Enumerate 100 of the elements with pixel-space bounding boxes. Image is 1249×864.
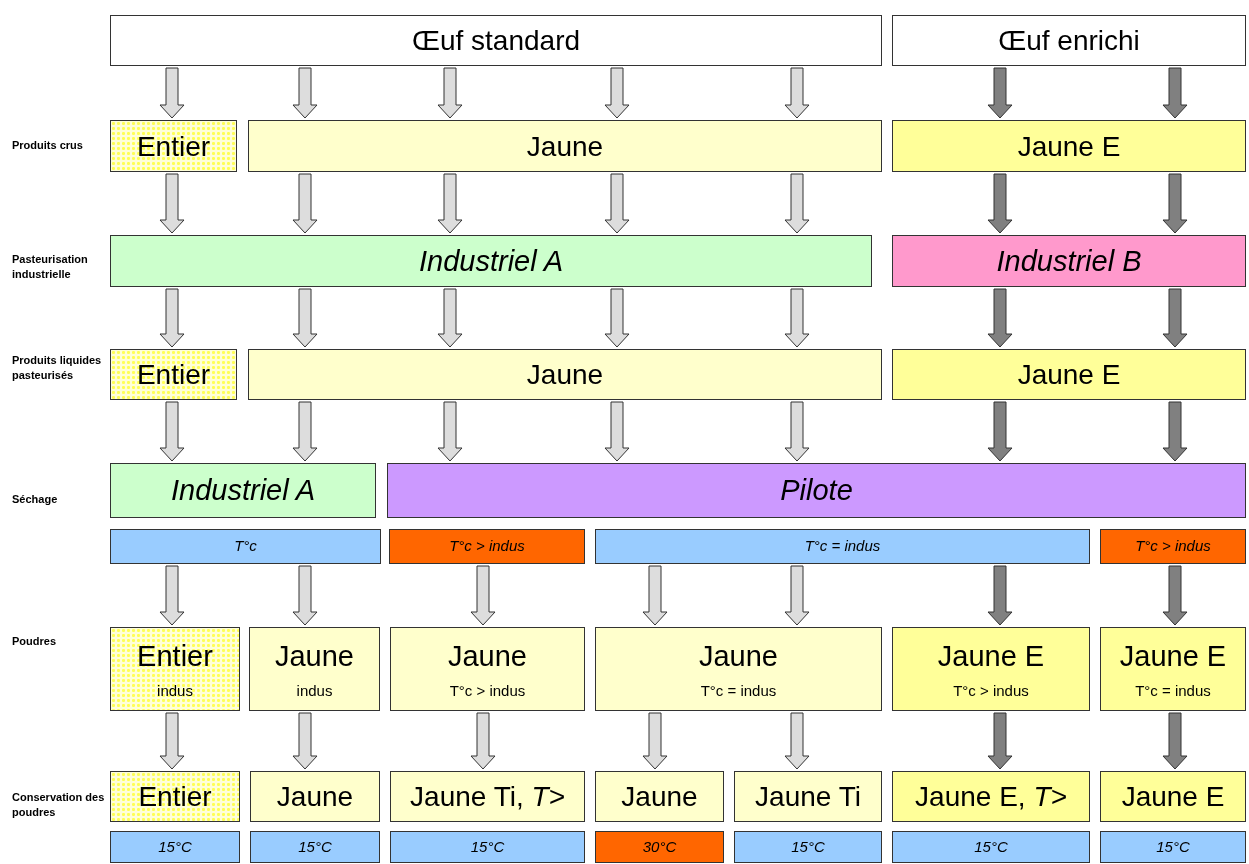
box-title: Jaune Ti, T>: [410, 780, 565, 814]
product-box: [734, 771, 882, 822]
process-box: [892, 235, 1246, 287]
row-label: Pasteurisation industrielle: [12, 252, 89, 282]
box-title: T°c > indus: [1135, 537, 1211, 556]
block-arrow: [1162, 712, 1188, 770]
block-arrow: [159, 712, 185, 770]
box-title: T°c = indus: [804, 537, 881, 556]
block-arrow: [159, 173, 185, 234]
block-arrow: [292, 712, 318, 770]
product-box: [110, 15, 882, 66]
block-arrow: [784, 288, 810, 348]
box-subtitle: indus: [157, 681, 193, 701]
box-title: Jaune: [621, 780, 698, 814]
box-subtitle: T°c = indus: [700, 681, 777, 701]
box-title: Jaune E: [937, 638, 1045, 674]
box-title: 15°C: [298, 837, 332, 857]
block-arrow: [159, 67, 185, 119]
block-arrow: [784, 401, 810, 462]
box-title: T°c > indus: [449, 537, 525, 556]
product-box: [595, 771, 724, 822]
block-arrow: [987, 401, 1013, 462]
product-box: [250, 771, 380, 822]
box-title: 15°C: [1156, 837, 1190, 857]
box-title: 30°C: [642, 837, 677, 857]
box-title: Entier: [136, 129, 211, 164]
block-arrow: [437, 401, 463, 462]
box-title: Jaune: [526, 129, 604, 164]
block-arrow: [159, 565, 185, 626]
box-title: 15°C: [791, 837, 825, 857]
block-arrow: [604, 288, 630, 348]
block-arrow: [159, 288, 185, 348]
box-title: Jaune E: [1121, 780, 1225, 814]
product-box: [595, 627, 882, 711]
temperature-bar: [892, 831, 1090, 863]
box-title: Jaune: [526, 358, 604, 392]
box-title: 15°C: [974, 837, 1008, 857]
box-title: T°c: [234, 537, 257, 556]
block-arrow: [987, 565, 1013, 626]
box-subtitle: T°c > indus: [449, 681, 526, 701]
temperature-bar: [595, 831, 724, 863]
temperature-bar: [1100, 831, 1246, 863]
block-arrow: [987, 173, 1013, 234]
product-box: [248, 120, 882, 172]
block-arrow: [987, 288, 1013, 348]
box-title: Jaune Ti: [755, 780, 861, 814]
row-label: Conservation des poudres: [12, 790, 106, 820]
row-label: Séchage: [12, 492, 59, 507]
box-title: Jaune: [276, 780, 354, 814]
block-arrow: [292, 173, 318, 234]
process-box: [387, 463, 1246, 518]
product-box: [892, 120, 1246, 172]
box-title: Entier: [137, 638, 213, 674]
box-title: 15°C: [158, 837, 192, 857]
block-arrow: [437, 173, 463, 234]
temperature-bar: [390, 831, 585, 863]
product-box: [892, 771, 1090, 822]
product-box: [390, 627, 585, 711]
box-subtitle: T°c > indus: [953, 681, 1029, 701]
block-arrow: [1162, 401, 1188, 462]
box-title: Pilote: [780, 473, 853, 509]
product-box: [892, 627, 1090, 711]
block-arrow: [642, 565, 668, 626]
product-box: [1100, 627, 1246, 711]
box-title: Jaune E: [1017, 358, 1121, 392]
box-title: Jaune E: [1017, 129, 1121, 164]
temperature-bar: [389, 529, 585, 564]
block-arrow: [1162, 173, 1188, 234]
product-box: [110, 771, 240, 822]
product-box: [248, 349, 882, 400]
product-box: [110, 349, 237, 400]
block-arrow: [784, 67, 810, 119]
box-subtitle: indus: [296, 681, 333, 701]
product-box: [1100, 771, 1246, 822]
block-arrow: [470, 565, 496, 626]
block-arrow: [159, 401, 185, 462]
product-box: [892, 15, 1246, 66]
block-arrow: [470, 712, 496, 770]
block-arrow: [292, 401, 318, 462]
block-arrow: [642, 712, 668, 770]
box-title: Jaune: [275, 638, 354, 674]
block-arrow: [437, 288, 463, 348]
product-box: [892, 349, 1246, 400]
block-arrow: [604, 67, 630, 119]
product-box: [110, 120, 237, 172]
temperature-bar: [595, 529, 1090, 564]
product-box: [390, 771, 585, 822]
temperature-bar: [250, 831, 380, 863]
temperature-bar: [734, 831, 882, 863]
process-box: [110, 235, 872, 287]
product-box: [249, 627, 380, 711]
box-title: Entier: [138, 780, 212, 814]
block-arrow: [292, 288, 318, 348]
temperature-bar: [110, 831, 240, 863]
box-title: Entier: [136, 358, 211, 392]
block-arrow: [604, 401, 630, 462]
process-box: [110, 463, 376, 518]
temperature-bar: [110, 529, 381, 564]
box-title: Jaune E, T>: [915, 780, 1067, 814]
box-title: Œuf enrichi: [998, 24, 1140, 58]
